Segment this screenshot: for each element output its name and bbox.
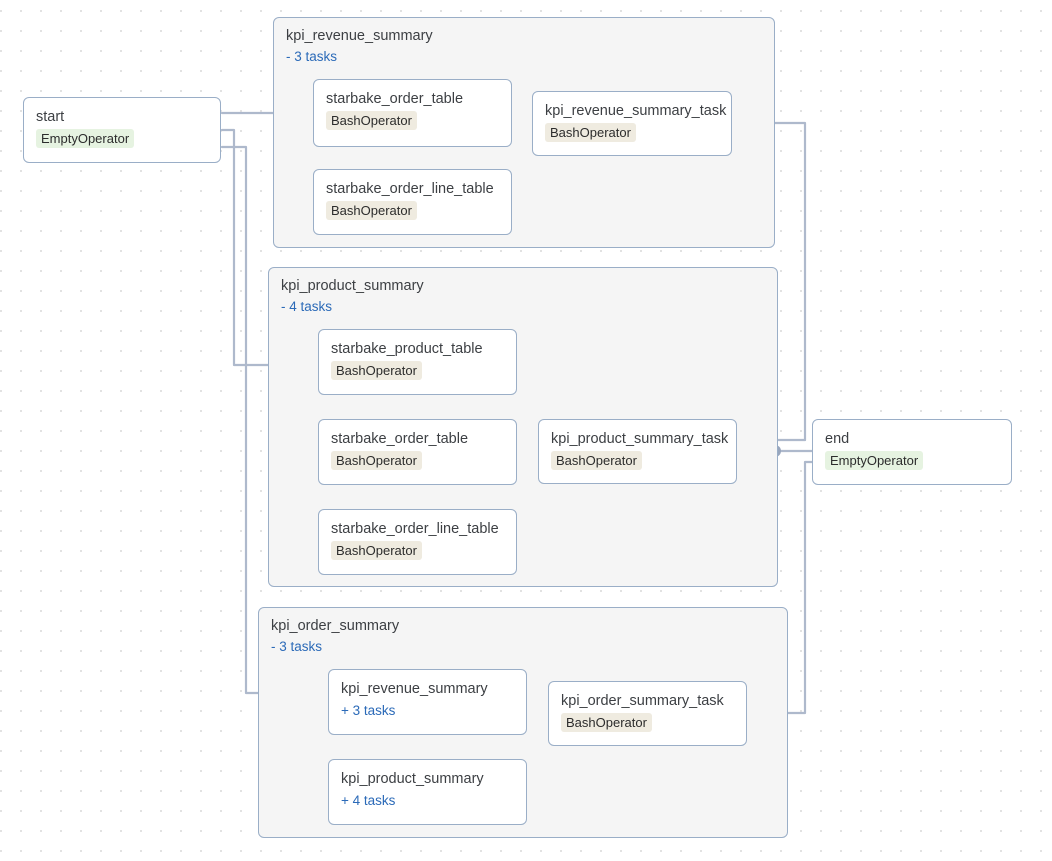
task-node-title: starbake_order_line_table (326, 181, 494, 197)
task-group-node-kpi-revenue-summary-collapsed[interactable]: kpi_revenue_summary + 3 tasks (328, 669, 527, 735)
task-group-toggle[interactable]: - 4 tasks (281, 299, 333, 314)
task-node-title: kpi_order_summary_task (561, 693, 724, 709)
task-group-toggle[interactable]: - 3 tasks (271, 639, 323, 654)
operator-badge: BashOperator (331, 361, 422, 380)
task-node-start[interactable]: start EmptyOperator (23, 97, 221, 163)
task-node-kpi-order-summary-task[interactable]: kpi_order_summary_task BashOperator (548, 681, 747, 746)
operator-badge: BashOperator (331, 451, 422, 470)
operator-badge: BashOperator (545, 123, 636, 142)
operator-badge: BashOperator (561, 713, 652, 732)
task-group-title: kpi_revenue_summary (286, 28, 433, 44)
task-group-toggle[interactable]: + 3 tasks (341, 703, 396, 718)
operator-badge: BashOperator (551, 451, 642, 470)
task-group-header: kpi_product_summary - 4 tasks (281, 277, 767, 316)
task-node-title: kpi_revenue_summary_task (545, 103, 727, 119)
task-node-title: kpi_revenue_summary (341, 681, 488, 697)
operator-badge: BashOperator (331, 541, 422, 560)
task-node-title: kpi_product_summary_task (551, 431, 729, 447)
task-node-kpi-product-summary-task[interactable]: kpi_product_summary_task BashOperator (538, 419, 737, 484)
task-node-title: starbake_product_table (331, 341, 483, 357)
task-node-title: start (36, 109, 65, 125)
task-node-starbake-order-line-table-revenue[interactable]: starbake_order_line_table BashOperator (313, 169, 512, 235)
task-group-toggle[interactable]: - 3 tasks (286, 49, 338, 64)
task-group-header: kpi_order_summary - 3 tasks (271, 617, 777, 656)
task-group-header: kpi_revenue_summary - 3 tasks (286, 27, 764, 66)
operator-badge: BashOperator (326, 111, 417, 130)
operator-badge: BashOperator (326, 201, 417, 220)
operator-badge: EmptyOperator (825, 451, 924, 470)
task-node-starbake-product-table[interactable]: starbake_product_table BashOperator (318, 329, 517, 395)
task-node-title: starbake_order_line_table (331, 521, 499, 537)
task-group-node-kpi-product-summary-collapsed[interactable]: kpi_product_summary + 4 tasks (328, 759, 527, 825)
operator-badge: EmptyOperator (36, 129, 135, 148)
task-node-title: starbake_order_table (331, 431, 469, 447)
task-group-title: kpi_product_summary (281, 278, 424, 294)
task-group-title: kpi_order_summary (271, 618, 400, 634)
task-node-starbake-order-line-table-product[interactable]: starbake_order_line_table BashOperator (318, 509, 517, 575)
task-node-title: kpi_product_summary (341, 771, 484, 787)
task-node-title: end (825, 431, 850, 447)
task-node-title: starbake_order_table (326, 91, 464, 107)
task-node-kpi-revenue-summary-task[interactable]: kpi_revenue_summary_task BashOperator (532, 91, 732, 156)
task-node-starbake-order-table-revenue[interactable]: starbake_order_table BashOperator (313, 79, 512, 147)
task-group-toggle[interactable]: + 4 tasks (341, 793, 396, 808)
task-node-end[interactable]: end EmptyOperator (812, 419, 1012, 485)
task-node-starbake-order-table-product[interactable]: starbake_order_table BashOperator (318, 419, 517, 485)
